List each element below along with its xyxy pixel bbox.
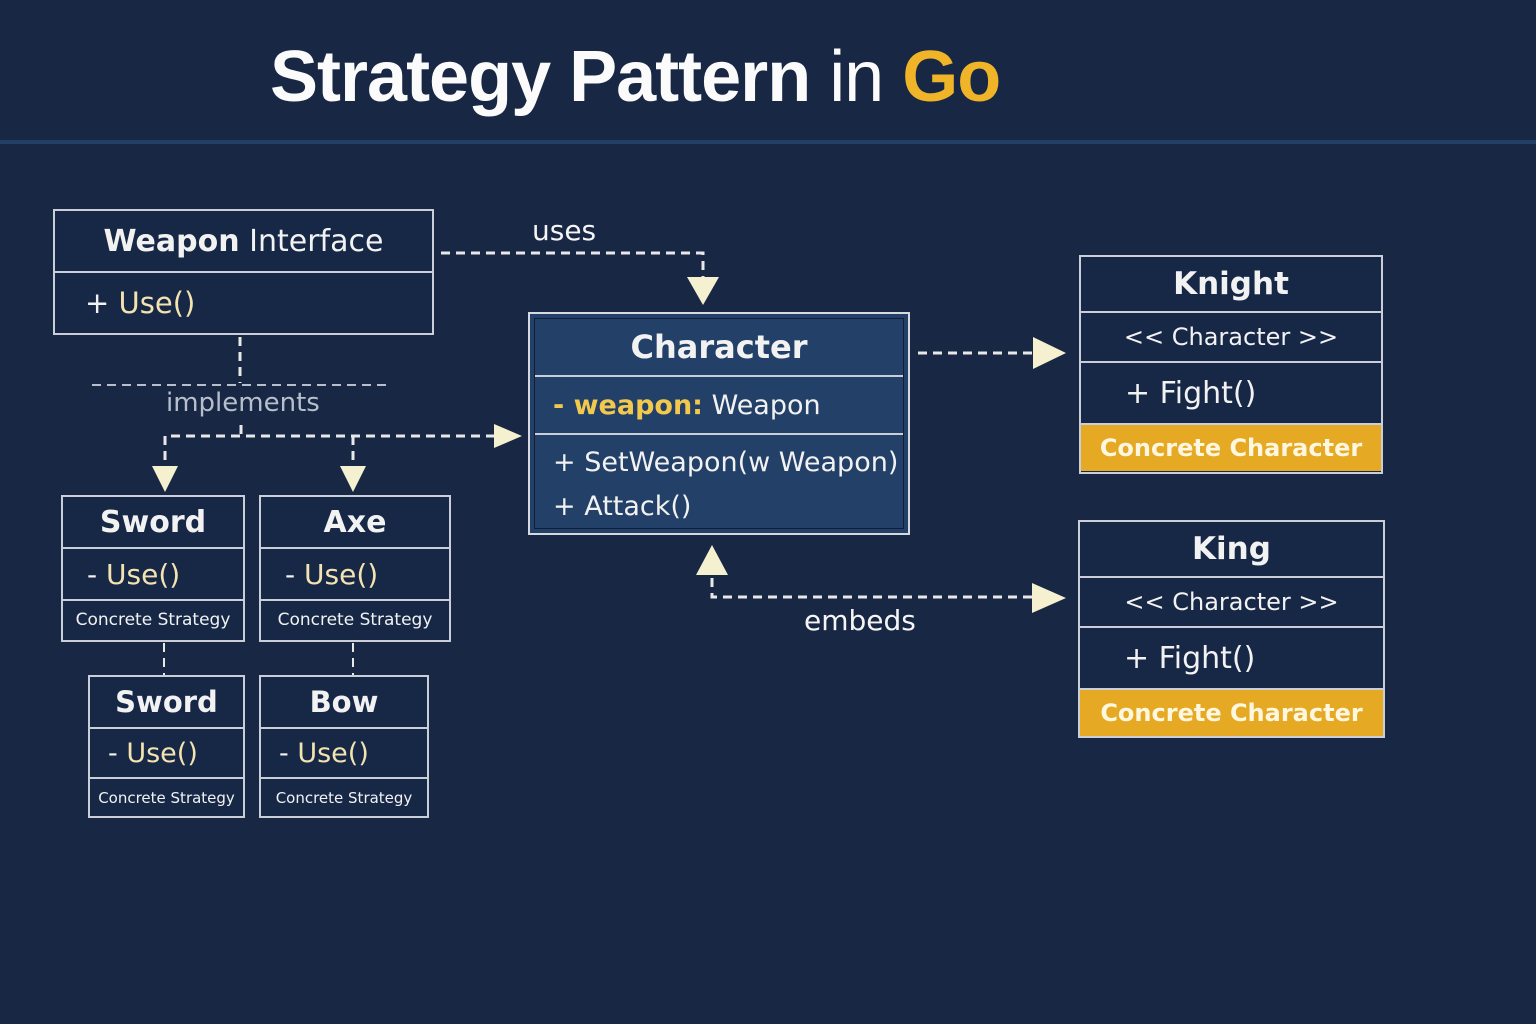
weapon-interface-header: Weapon Interface [55, 211, 432, 273]
strategy-method: - Use() [90, 729, 243, 779]
uses-arrowhead [687, 277, 719, 305]
character-field: - weapon: Weapon [535, 377, 903, 435]
strategy-box-sword-2: Sword - Use() Concrete Strategy [88, 675, 245, 818]
embeds-connector [710, 578, 1035, 599]
implements-branch [163, 434, 498, 460]
concrete-character-knight: Knight << Character >> + Fight() Concret… [1079, 255, 1383, 474]
title-accent: Go [902, 37, 1001, 117]
concrete-character-king: King << Character >> + Fight() Concrete … [1078, 520, 1385, 738]
concrete-character-badge: Concrete Character [1081, 425, 1381, 471]
method-attack: + Attack() [553, 491, 692, 522]
strategy-box-axe: Axe - Use() Concrete Strategy [259, 495, 451, 642]
weapon-interface-box: Weapon Interface + Use() [53, 209, 434, 335]
character-methods: + SetWeapon(w Weapon) + Attack() [535, 435, 903, 529]
implements-label: implements [166, 388, 320, 418]
title-in: in [829, 37, 884, 117]
field-name: - weapon: [553, 389, 703, 421]
method-visibility: - [87, 557, 98, 591]
knight-arrowhead [1033, 337, 1066, 369]
strategy-method: - Use() [261, 729, 427, 779]
embeds-label: embeds [804, 604, 916, 637]
axe-arrowhead [340, 466, 366, 492]
character-name: King [1080, 522, 1383, 578]
concrete-character-badge: Concrete Character [1080, 690, 1383, 736]
strategy-stereotype: Concrete Strategy [277, 610, 433, 630]
character-name: Character [535, 319, 903, 377]
strategy-box-sword: Sword - Use() Concrete Strategy [61, 495, 245, 642]
title-main: Strategy Pattern [270, 37, 811, 117]
strategy-method: - Use() [63, 549, 243, 601]
character-stereotype: << Character >> [1080, 578, 1383, 628]
strategy-name: Bow [261, 677, 427, 729]
character-method: + Fight() [1080, 628, 1383, 690]
character-name: Knight [1081, 257, 1381, 313]
strategy-name: Axe [261, 497, 449, 549]
method-visibility: - [285, 557, 296, 591]
strategy-method: - Use() [261, 549, 449, 601]
method-name: Use() [126, 737, 198, 769]
implements-arrowhead-right [494, 424, 522, 448]
diagram-title: Strategy Pattern in Go [270, 36, 1001, 118]
king-arrowhead [1032, 583, 1066, 613]
character-method: + Fight() [1081, 363, 1381, 425]
character-stereotype: << Character >> [1081, 313, 1381, 363]
character-box: Character - weapon: Weapon + SetWeapon(w… [528, 312, 910, 535]
method-name: Use() [304, 557, 379, 591]
method-name: Use() [297, 737, 369, 769]
title-divider [0, 140, 1536, 144]
weapon-interface-kind: Interface [249, 223, 384, 259]
strategy-box-bow: Bow - Use() Concrete Strategy [259, 675, 429, 818]
strategy-stereotype: Concrete Strategy [275, 788, 413, 807]
method-visibility: + [85, 286, 110, 320]
sword-arrowhead [152, 466, 178, 492]
method-visibility: - [279, 737, 289, 769]
weapon-interface-method: + Use() [55, 273, 432, 333]
strategy-stereotype: Concrete Strategy [98, 788, 235, 807]
strategy-name: Sword [90, 677, 243, 729]
method-setweapon: + SetWeapon(w Weapon) [553, 447, 899, 478]
uses-label: uses [532, 214, 597, 247]
uses-connector [441, 251, 705, 278]
method-visibility: - [108, 737, 118, 769]
method-name: Use() [106, 557, 181, 591]
weapon-interface-name: Weapon [103, 223, 240, 259]
method-name: Use() [118, 286, 196, 320]
strategy-name: Sword [63, 497, 243, 549]
field-type: Weapon [711, 389, 821, 421]
strategy-stereotype: Concrete Strategy [75, 610, 231, 630]
embeds-arrowhead-up [696, 545, 728, 575]
